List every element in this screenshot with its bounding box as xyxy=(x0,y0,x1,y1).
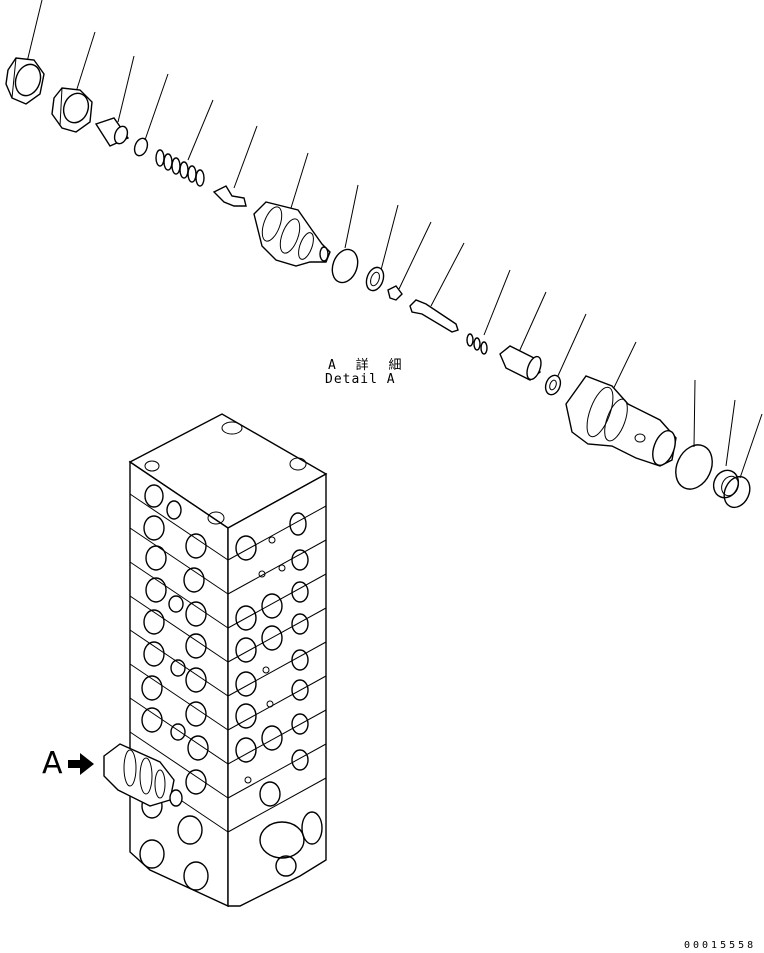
ports-right xyxy=(235,512,323,877)
nut-2 xyxy=(51,87,93,133)
valve-assembly xyxy=(565,375,677,467)
ports-left xyxy=(139,484,209,891)
detail-a-label: Detail A xyxy=(325,372,396,387)
detail-a-valve xyxy=(103,743,183,807)
detail-a-japanese-label: A 詳 細 xyxy=(328,358,408,373)
leader-lines xyxy=(26,0,763,479)
nut-1 xyxy=(5,57,45,105)
o-ring-1 xyxy=(133,137,149,157)
control-valve-block xyxy=(103,413,328,908)
plug xyxy=(387,285,403,301)
sleeve xyxy=(499,345,542,381)
backup-ring-2 xyxy=(544,374,562,396)
figure-number: 00015558 xyxy=(684,940,757,951)
stem xyxy=(409,299,459,333)
backup-ring-3 xyxy=(712,469,740,499)
section-lines-right xyxy=(227,505,327,833)
poppet xyxy=(212,185,247,207)
spring-2 xyxy=(466,333,488,355)
o-ring-4 xyxy=(723,475,751,509)
o-ring-2 xyxy=(331,248,359,284)
view-arrow-icon xyxy=(68,753,94,775)
backup-ring-1 xyxy=(365,266,385,292)
piston xyxy=(94,117,130,147)
valve-body xyxy=(253,201,331,267)
view-marker-letter: A xyxy=(42,746,63,781)
o-ring-3 xyxy=(675,444,713,490)
spring-1 xyxy=(155,149,205,187)
